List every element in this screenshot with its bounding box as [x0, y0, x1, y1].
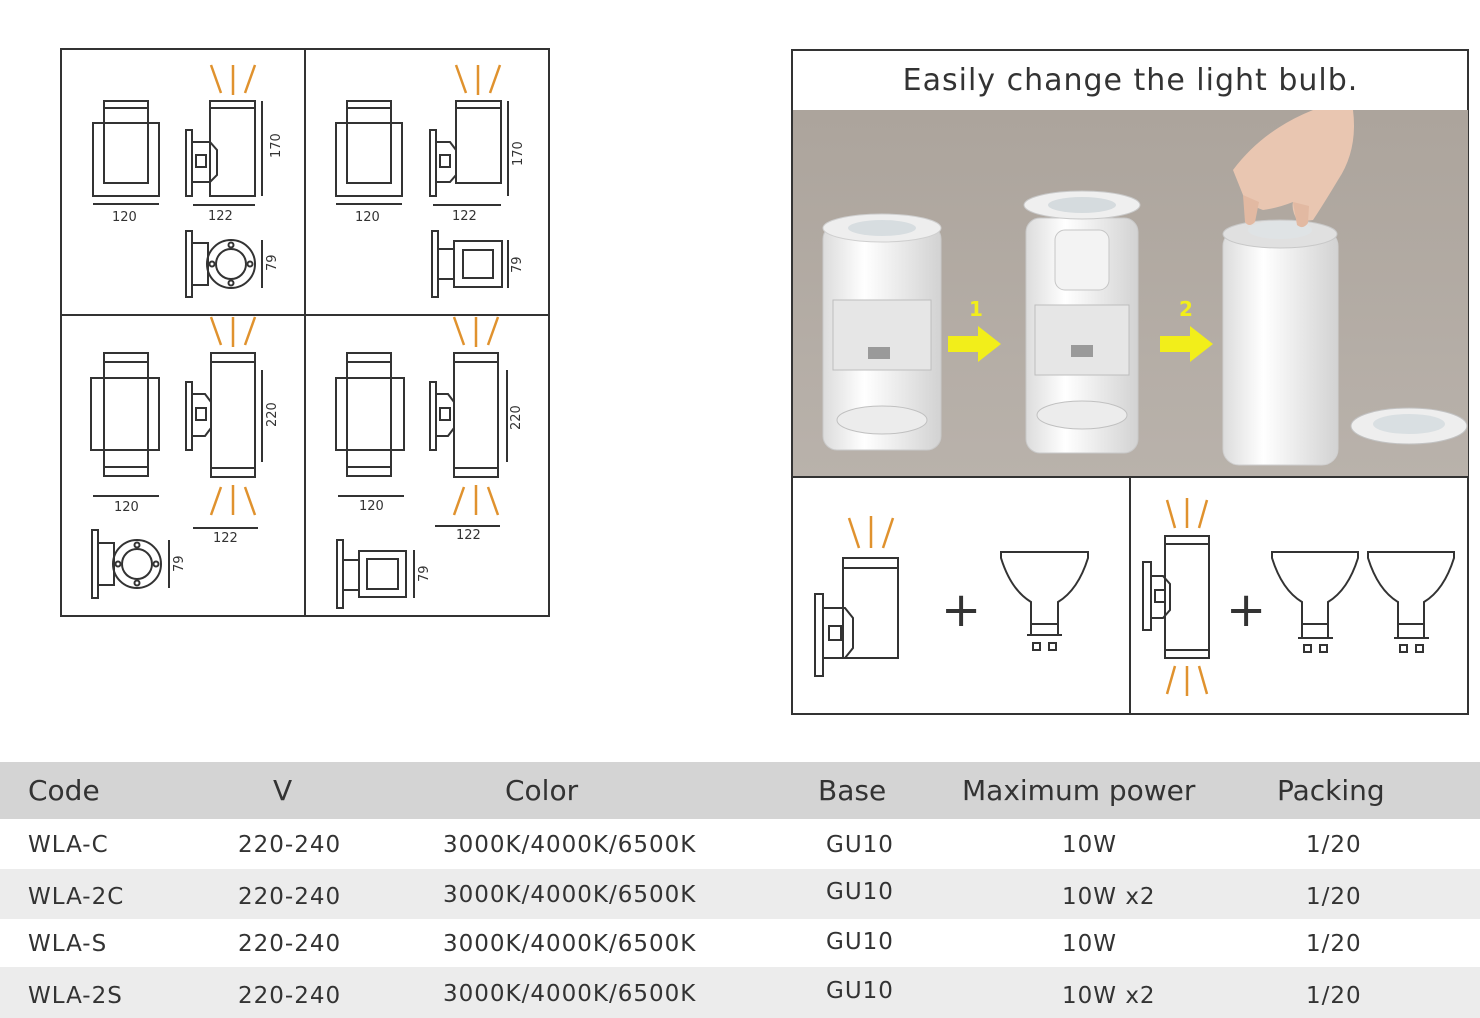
cell-max-power: 10W x2: [1062, 884, 1156, 910]
hand-image: [1233, 110, 1354, 228]
step-1-label: 1: [969, 297, 983, 321]
diagram-wla-2s: [335, 352, 508, 609]
cell-max-power: 10W: [1062, 931, 1118, 957]
dim-base-label: 79: [510, 256, 525, 273]
light-rays-icon: [1165, 665, 1209, 696]
cell-base: GU10: [826, 832, 894, 858]
cell-code: WLA-2S: [28, 983, 123, 1009]
cell-voltage: 220-240: [238, 832, 342, 858]
cell-code: WLA-2C: [28, 884, 125, 910]
lamp-assembled-view: [1222, 219, 1468, 466]
gu10-bulb-icon: [1271, 551, 1359, 653]
dim-base-label: 79: [265, 254, 280, 271]
cell-base: GU10: [826, 978, 894, 1004]
table-row: WLA-2C 220-240 3000K/4000K/6500K GU10 10…: [0, 869, 1480, 919]
cell-color: 3000K/4000K/6500K: [443, 931, 697, 957]
dim-depth-label: 122: [456, 528, 481, 543]
panel-divider: [1129, 477, 1131, 715]
diagram-wla-c: [92, 100, 263, 298]
dim-height-label: 170: [269, 133, 284, 158]
dim-width-label: 120: [112, 210, 137, 225]
header-voltage: V: [273, 774, 293, 807]
light-rays-icon: [847, 516, 895, 549]
cell-packing: 1/20: [1306, 884, 1362, 910]
header-code: Code: [28, 774, 100, 807]
table-header: Code V Color Base Maximum power Packing: [0, 762, 1480, 819]
lamp-bulb-combos: + +: [814, 498, 1455, 696]
step-2-label: 2: [1179, 297, 1193, 321]
dim-height-label: 170: [511, 141, 526, 166]
table-row: WLA-2S 220-240 3000K/4000K/6500K GU10 10…: [0, 967, 1480, 1018]
dim-width-label: 120: [114, 500, 139, 515]
gu10-bulb-icon: [1000, 551, 1089, 651]
header-max-power: Maximum power: [962, 774, 1196, 807]
cell-packing: 1/20: [1306, 931, 1362, 957]
double-fixture-icon: [1142, 535, 1210, 659]
dim-base-label: 79: [172, 555, 187, 572]
dim-height-label: 220: [509, 405, 524, 430]
cell-max-power: 10W x2: [1062, 983, 1156, 1009]
light-rays-icon: [1165, 498, 1209, 529]
single-fixture-icon: [814, 557, 899, 677]
header-base: Base: [818, 774, 887, 807]
cell-packing: 1/20: [1306, 983, 1362, 1009]
gu10-bulb-icon: [1367, 551, 1455, 653]
dim-base-label: 79: [417, 565, 432, 582]
dim-width-label: 120: [359, 499, 384, 514]
dim-depth-label: 122: [213, 531, 238, 546]
dimension-diagrams: 120 122 170 79 120 122 170 79 120 122 22…: [60, 48, 550, 617]
dim-height-label: 220: [265, 402, 280, 427]
plus-sign: +: [1226, 582, 1266, 638]
header-color: Color: [505, 774, 579, 807]
diagram-wla-2c: [90, 352, 263, 599]
lamp-disassembled-view: [1023, 190, 1141, 454]
plus-sign: +: [941, 582, 981, 638]
photo-title: Easily change the light bulb.: [902, 62, 1359, 98]
cell-color: 3000K/4000K/6500K: [443, 981, 697, 1007]
dim-depth-label: 122: [452, 209, 477, 224]
table-row: WLA-C 220-240 3000K/4000K/6500K GU10 10W…: [0, 819, 1480, 869]
cell-color: 3000K/4000K/6500K: [443, 832, 697, 858]
cell-max-power: 10W: [1062, 832, 1118, 858]
arrow-icon: [1160, 326, 1213, 362]
cell-code: WLA-S: [28, 931, 108, 957]
cell-code: WLA-C: [28, 832, 109, 858]
dim-depth-label: 122: [208, 209, 233, 224]
cell-base: GU10: [826, 879, 894, 905]
cell-voltage: 220-240: [238, 884, 342, 910]
lamp-exploded-view: [822, 213, 942, 451]
cell-color: 3000K/4000K/6500K: [443, 882, 697, 908]
cell-voltage: 220-240: [238, 983, 342, 1009]
dim-width-label: 120: [355, 210, 380, 225]
bulb-change-photo: 1 2: [793, 110, 1468, 477]
arrow-icon: [948, 326, 1001, 362]
header-packing: Packing: [1277, 774, 1385, 807]
diagram-wla-s: [335, 100, 509, 298]
cell-base: GU10: [826, 929, 894, 955]
table-row: WLA-S 220-240 3000K/4000K/6500K GU10 10W…: [0, 919, 1480, 967]
cell-packing: 1/20: [1306, 832, 1362, 858]
cell-voltage: 220-240: [238, 931, 342, 957]
